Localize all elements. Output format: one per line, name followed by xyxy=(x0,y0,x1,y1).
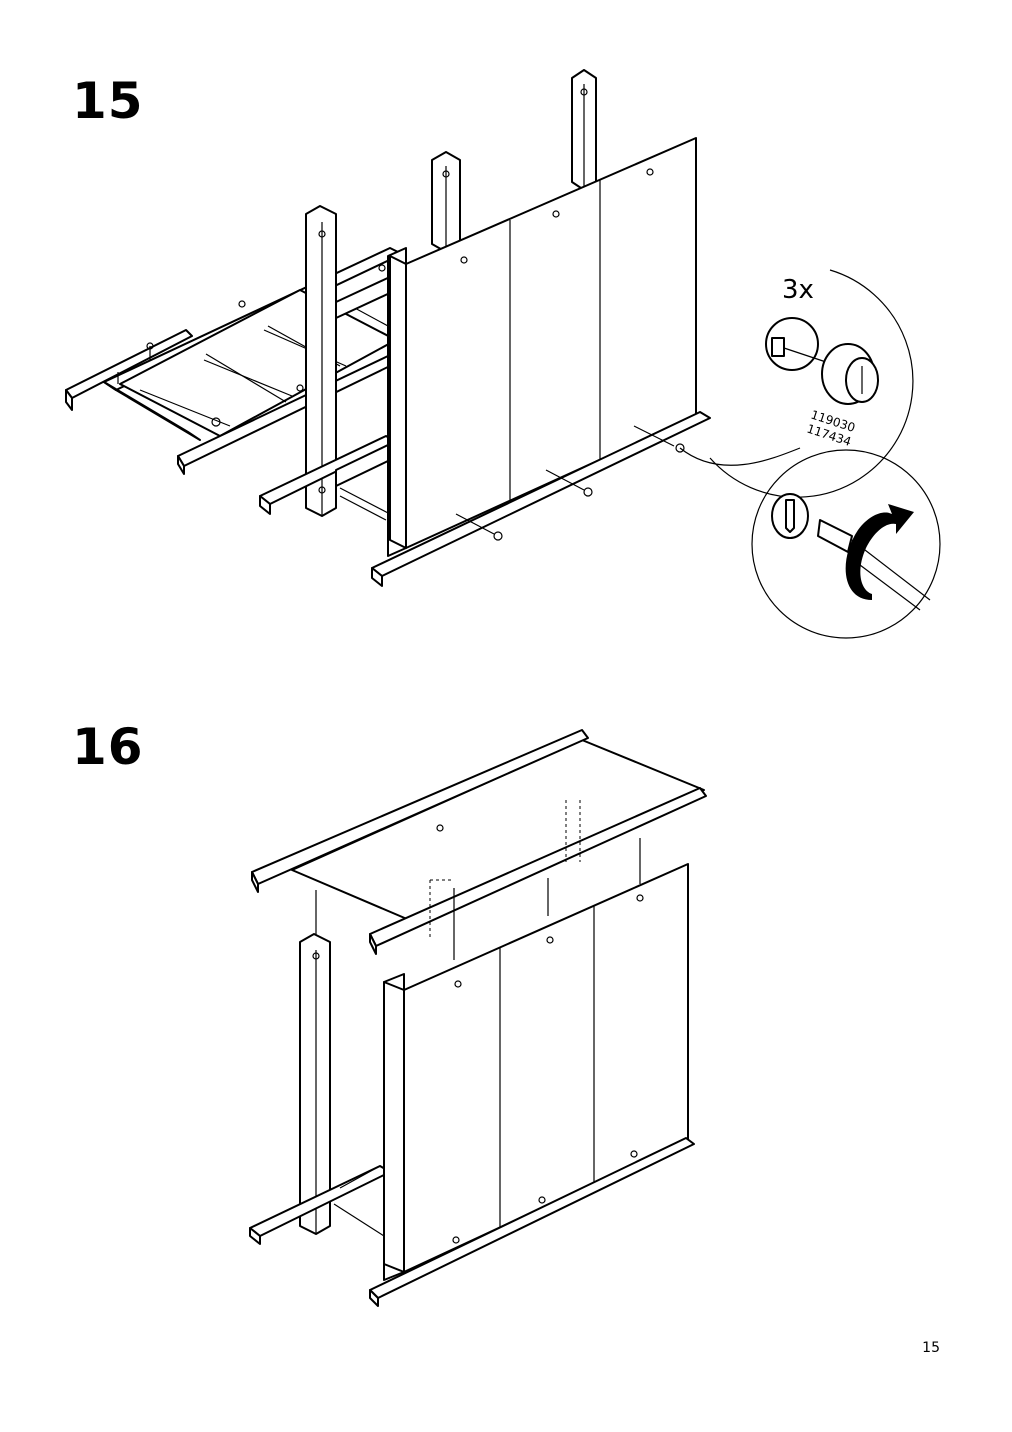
step-15-illustration: 3x 119030 117434 xyxy=(65,69,941,639)
top-panel xyxy=(251,729,707,960)
back-uprights xyxy=(431,69,597,253)
left-upright-16 xyxy=(249,933,391,1245)
step-16-number: 16 xyxy=(72,718,144,776)
cam-lock-icon xyxy=(765,317,879,405)
back-panel xyxy=(371,137,711,587)
page-number: 15 xyxy=(922,1340,940,1356)
screwdriver-detail xyxy=(751,449,941,639)
back-panel-16 xyxy=(333,863,695,1307)
step-15-number: 15 xyxy=(72,72,144,130)
quantity-label: 3x xyxy=(782,275,814,305)
rotate-clockwise-arrow-icon xyxy=(845,504,914,600)
left-upright xyxy=(259,205,397,517)
